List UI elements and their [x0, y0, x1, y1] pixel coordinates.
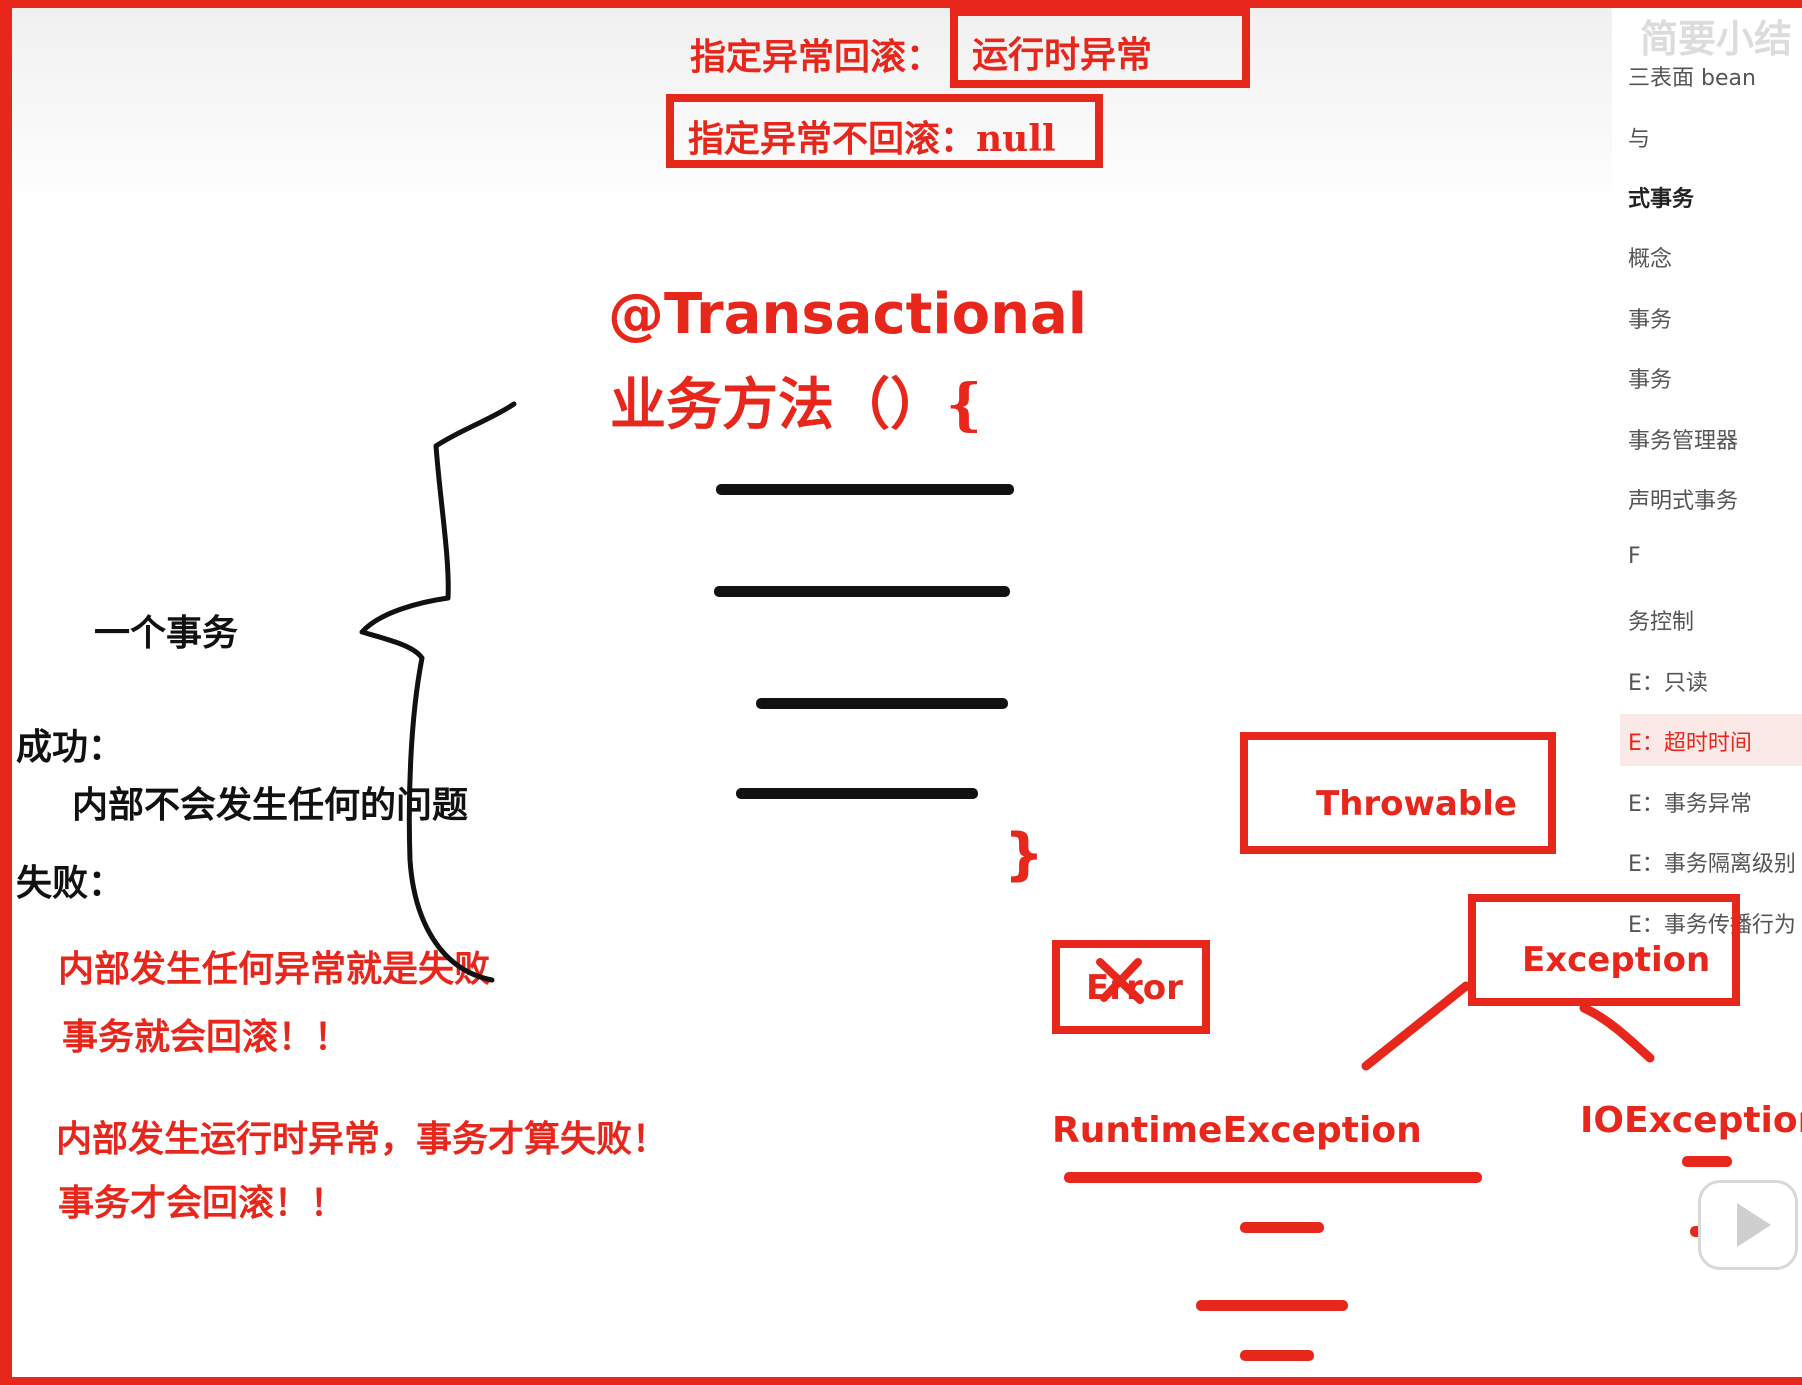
- top-band: [12, 8, 1612, 213]
- toc-item[interactable]: E：只读: [1628, 671, 1708, 696]
- frame-top: [0, 0, 1802, 8]
- toc-item-active[interactable]: E：超时时间: [1628, 731, 1752, 756]
- code-line-3: [756, 698, 1008, 709]
- close-brace: }: [1004, 822, 1044, 887]
- brace-stroke: [359, 401, 517, 983]
- code-line-4: [736, 788, 978, 799]
- play-icon: [1737, 1203, 1771, 1247]
- frame-bottom: [0, 1377, 1802, 1385]
- toc-ghost-header: 简要小结: [1640, 17, 1793, 61]
- rollback-box: [950, 8, 1250, 88]
- play-button[interactable]: [1698, 1180, 1798, 1270]
- runtime-description-1: 内部发生运行时异常，事务才算失败！: [56, 1118, 669, 1160]
- fail-description-2: 事务就会回滚！！: [62, 1016, 351, 1058]
- exception-label: Exception: [1522, 940, 1711, 980]
- success-description: 内部不会发生任何的问题: [72, 784, 469, 826]
- code-line-2: [714, 586, 1010, 597]
- runtime-exception-label: RuntimeException: [1052, 1110, 1422, 1151]
- success-label: 成功：: [16, 726, 125, 768]
- error-cross-mark: [1096, 958, 1144, 1004]
- transactional-annotation: @Transactional: [608, 282, 1087, 347]
- toc-item[interactable]: E：事务传播行为: [1628, 913, 1796, 938]
- branch-line-left: [1361, 981, 1471, 1071]
- toc-item[interactable]: 事务: [1628, 308, 1673, 333]
- throwable-label: Throwable: [1316, 784, 1517, 824]
- one-transaction-label: 一个事务: [94, 612, 239, 654]
- throwable-box: [1240, 732, 1556, 854]
- toc-item[interactable]: 式事务: [1628, 187, 1695, 212]
- runtime-subclass-line-1: [1064, 1172, 1482, 1183]
- io-subclass-line-1: [1682, 1156, 1732, 1167]
- toc-item[interactable]: 概念: [1628, 247, 1673, 272]
- no-rollback-text: 指定异常不回滚：null: [688, 118, 1056, 160]
- error-box: [1052, 940, 1210, 1034]
- rollback-label: 指定异常回滚：: [690, 36, 943, 78]
- frame-left: [0, 0, 12, 1385]
- runtime-subclass-line-3: [1196, 1300, 1348, 1311]
- toc-active-highlight: [1620, 714, 1802, 766]
- io-exception-label: IOException: [1580, 1100, 1802, 1141]
- fail-description-1: 内部发生任何异常就是失败: [58, 948, 491, 990]
- fail-label: 失败：: [16, 862, 125, 904]
- toc-item[interactable]: 事务管理器: [1628, 429, 1739, 454]
- runtime-subclass-line-2: [1240, 1222, 1324, 1233]
- toc-item[interactable]: 声明式事务: [1628, 489, 1739, 514]
- toc-item[interactable]: 三表面 bean: [1628, 66, 1756, 91]
- toc-sidebar: 简要小结 三表面 bean 与 式事务 概念 事务 事务 事务管理器 声明式事务…: [1620, 8, 1802, 1377]
- exception-box: [1468, 894, 1740, 1006]
- branch-line-right: [1579, 1003, 1655, 1063]
- toc-item[interactable]: F: [1628, 544, 1641, 569]
- toc-item[interactable]: E：事务隔离级别: [1628, 852, 1796, 877]
- business-method: 业务方法（）{: [610, 372, 983, 438]
- toc-item[interactable]: E：事务异常: [1628, 792, 1752, 817]
- toc-item[interactable]: 事务: [1628, 368, 1673, 393]
- runtime-subclass-line-4: [1240, 1350, 1314, 1361]
- code-line-1: [716, 484, 1014, 495]
- no-rollback-box: [666, 94, 1103, 168]
- runtime-description-2: 事务才会回滚！！: [58, 1182, 347, 1224]
- toc-item[interactable]: 与: [1628, 127, 1651, 152]
- toc-item[interactable]: 务控制: [1628, 610, 1695, 635]
- rollback-value: 运行时异常: [972, 34, 1153, 76]
